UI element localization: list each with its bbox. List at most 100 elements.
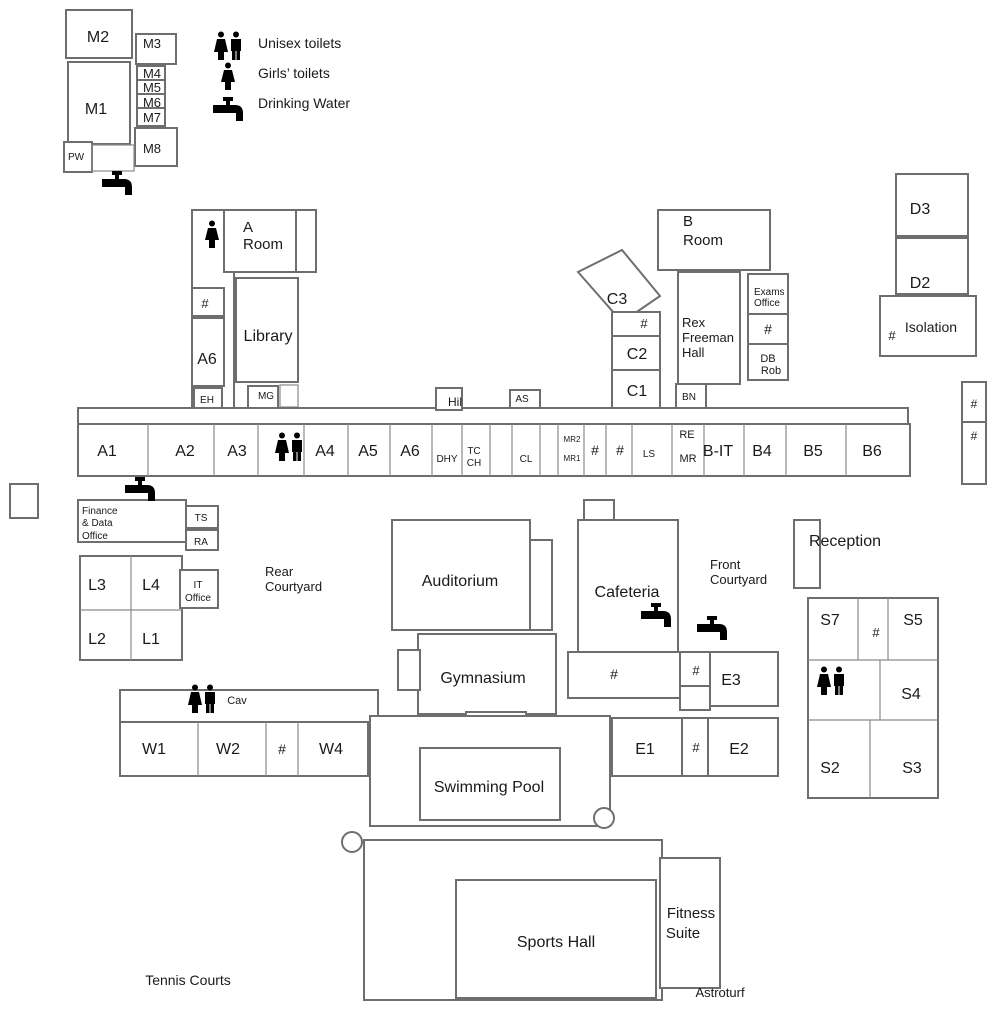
room-label-d3: D3 [910, 201, 931, 218]
room-label-m3: M3 [143, 36, 161, 51]
room-label-bn: BN [682, 392, 696, 403]
drinking-water-tap-icon [125, 477, 155, 501]
room-label-hash: # [971, 397, 978, 411]
room-label-finance-line2: & Data [82, 518, 113, 529]
room-label-a-room-line1: A [243, 219, 253, 236]
room-label-cl: CL [520, 454, 533, 465]
girls-toilet-icon [221, 62, 235, 90]
room-label-a4: A4 [315, 443, 335, 460]
room-label-d2: D2 [910, 275, 931, 292]
room-label-s7: S7 [820, 612, 840, 629]
room-label-s5: S5 [903, 612, 923, 629]
room-label-c3: C3 [607, 291, 628, 308]
room-label-pw: PW [68, 152, 85, 163]
room-label-dhy: DHY [436, 454, 457, 465]
room-label-a-room-line2: Room [243, 236, 283, 253]
room-label-mr1: MR1 [564, 454, 581, 463]
room-label-reception: Reception [809, 533, 881, 550]
room-label-ls: LS [643, 449, 656, 460]
drinking-water-tap-icon [102, 171, 132, 195]
room-label-m4: M4 [143, 66, 161, 81]
room-label-hash: # [278, 741, 286, 757]
room-label-library: Library [244, 328, 293, 345]
room-label-hash: # [610, 666, 618, 682]
room-label-l2: L2 [88, 631, 106, 648]
room-label-l4: L4 [142, 577, 160, 594]
room-label-exams-line2: Office [754, 298, 780, 309]
room-label-s2: S2 [820, 760, 840, 777]
room-label-tc: TC [467, 446, 480, 457]
room-label-a2: A2 [175, 443, 195, 460]
room-label-m2: M2 [87, 29, 109, 46]
map-legend: Unisex toilets Girls’ toilets Drinking W… [213, 31, 350, 121]
room-label-hil: Hil [448, 395, 462, 409]
legend-water-label: Drinking Water [258, 95, 350, 111]
room-label-fitness-line1: Fitness [667, 905, 715, 922]
room-label-mr: MR [679, 453, 696, 465]
room-label-rex-line1: Rex [682, 315, 706, 330]
room-label-b-room-line2: Room [683, 232, 723, 249]
room-label-hash: # [971, 429, 978, 443]
room-label-db: DB [760, 353, 775, 365]
room-label-auditorium: Auditorium [422, 573, 498, 590]
drinking-water-tap-icon [697, 616, 727, 640]
room-label-finance-line1: Finance [82, 506, 118, 517]
room-label-a6: A6 [400, 443, 420, 460]
legend-unisex-label: Unisex toilets [258, 35, 341, 51]
room-label-l3: L3 [88, 577, 106, 594]
room-label-c2: C2 [627, 346, 648, 363]
room-label-hash: # [888, 328, 896, 343]
room-label-b4: B4 [752, 443, 772, 460]
room-label-hash: # [201, 296, 209, 311]
room-label-a1: A1 [97, 443, 117, 460]
room-label-isolation: Isolation [905, 319, 957, 335]
room-label-b6: B6 [862, 443, 882, 460]
room-label-swimming-pool: Swimming Pool [434, 779, 544, 796]
room-label-exams-line1: Exams [754, 287, 785, 298]
drinking-water-tap-icon [213, 97, 243, 121]
room-label-hash: # [872, 625, 880, 640]
room-label-s3: S3 [902, 760, 922, 777]
room-label-sports-hall: Sports Hall [517, 934, 595, 951]
room-label-w4: W4 [319, 741, 343, 758]
room-label-m5: M5 [143, 80, 161, 95]
room-labels: M2 M3 M4 M5 M6 M7 M1 M8 PW A Room Librar… [68, 29, 978, 1000]
room-label-it-office-line2: Office [185, 593, 211, 604]
room-label-b-it: B-IT [703, 443, 733, 460]
legend-girls-label: Girls’ toilets [258, 65, 330, 81]
room-label-e3: E3 [721, 672, 741, 689]
room-label-b5: B5 [803, 443, 823, 460]
area-label-front-line2: Courtyard [710, 572, 767, 587]
room-label-as: AS [515, 394, 529, 405]
room-label-rob: Rob [761, 365, 781, 377]
room-label-b-room-line1: B [683, 213, 693, 230]
room-label-e2: E2 [729, 741, 749, 758]
unisex-toilet-icon [214, 31, 241, 60]
room-label-w1: W1 [142, 741, 166, 758]
room-label-hash: # [764, 321, 772, 337]
room-label-hash: # [692, 663, 700, 678]
room-label-eh: EH [200, 395, 214, 406]
room-label-a3: A3 [227, 443, 247, 460]
room-label-e1: E1 [635, 741, 655, 758]
room-label-cav: Cav [227, 695, 247, 707]
room-label-mg: MG [258, 391, 274, 402]
room-label-rex-line3: Hall [682, 345, 705, 360]
room-label-a6-upper: A6 [197, 351, 217, 368]
room-label-mr2: MR2 [564, 435, 581, 444]
room-label-m6: M6 [143, 95, 161, 110]
room-label-l1: L1 [142, 631, 160, 648]
room-label-w2: W2 [216, 741, 240, 758]
room-label-gymnasium: Gymnasium [440, 670, 525, 687]
room-label-finance-line3: Office [82, 531, 108, 542]
area-label-astroturf: Astroturf [695, 985, 745, 1000]
room-label-ra: RA [194, 537, 208, 548]
room-label-hash: # [616, 442, 624, 458]
room-label-s4: S4 [901, 686, 921, 703]
room-label-fitness-line2: Suite [666, 925, 700, 942]
area-label-rear-line2: Courtyard [265, 579, 322, 594]
area-label-rear-line1: Rear [265, 564, 294, 579]
room-label-m7: M7 [143, 110, 161, 125]
room-label-it-office-line1: IT [194, 580, 203, 591]
